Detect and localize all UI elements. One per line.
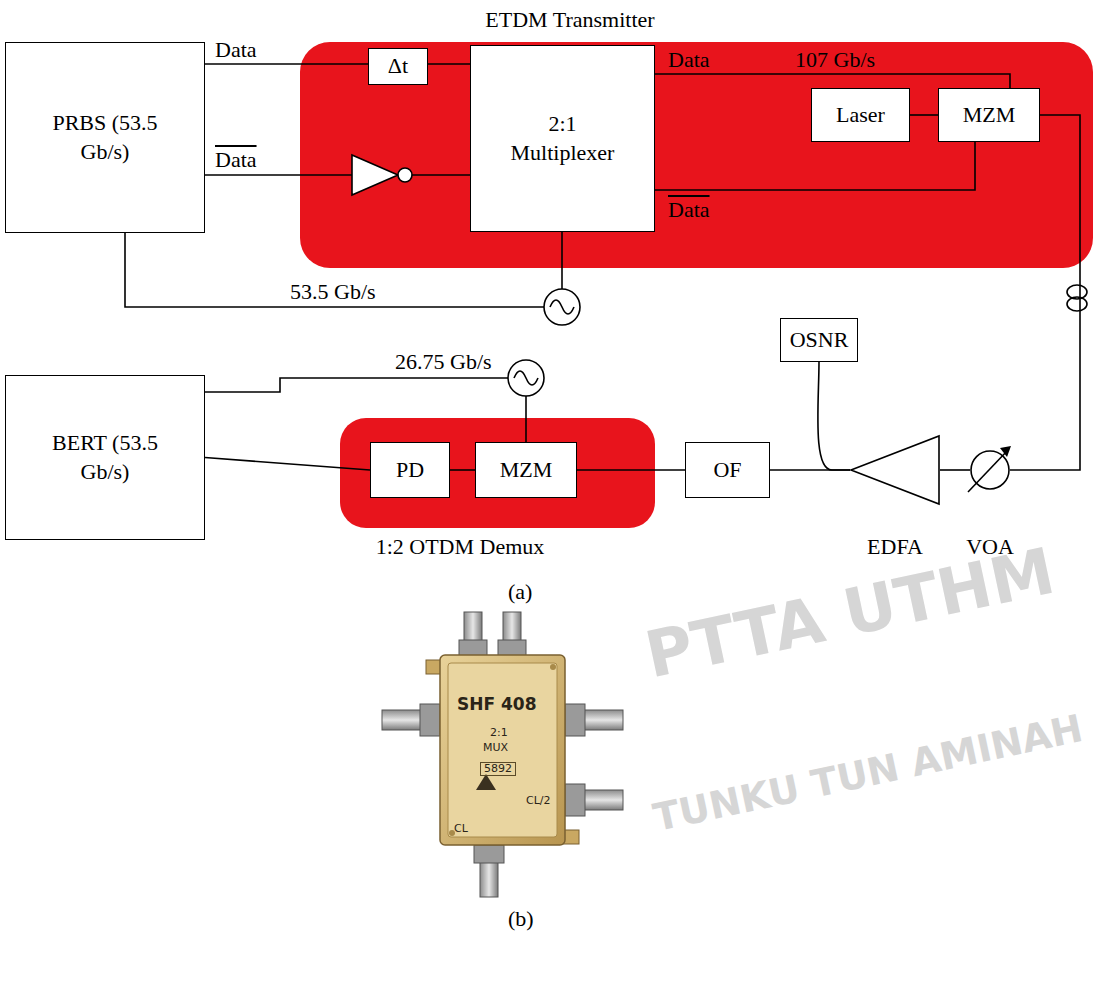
serial-number-holder: 5892 (480, 752, 516, 778)
clock-rate-label-holder: 26.75 Gb/s (395, 348, 492, 377)
watermark-holder: PTTA UTHM (640, 539, 1060, 688)
heading-holder: ETDM Transmitter (485, 6, 654, 35)
signal-line (940, 469, 970, 471)
panel-label-holder: (b) (508, 905, 534, 934)
device-marking: SHF 408 (457, 695, 537, 714)
device-marking: 2:1 (490, 727, 508, 739)
amplifier-outline (850, 435, 940, 505)
box-text: OF (713, 456, 741, 485)
signal-line (205, 63, 368, 65)
filter-box: OF (685, 442, 770, 498)
signal-line (205, 174, 470, 176)
signal-line (655, 142, 975, 190)
transmitter-region: ETDM TransmitterΔt2:1 MultiplexerLaserMZ… (300, 42, 1093, 268)
heading-holder: VOA (966, 533, 1014, 562)
clock-rate-label-holder: 53.5 Gb/s (290, 278, 376, 307)
rate-label-holder: 107 Gb/s (795, 46, 875, 75)
clock-rate-label: 53.5 Gb/s (290, 278, 376, 307)
edge-label-holder: Data (668, 46, 710, 75)
box-text: Δt (388, 52, 408, 81)
signal-label: Data (668, 196, 710, 225)
signal-line (818, 362, 850, 470)
clock-rate-label: 26.75 Gb/s (395, 348, 492, 377)
signal-line (1010, 115, 1080, 470)
signal-line (205, 458, 370, 471)
port-marking-holder: CL (454, 812, 468, 838)
box-text: 2:1 Multiplexer (503, 110, 623, 167)
modulator-box: MZM (938, 88, 1040, 142)
box-text: BERT (53.5 Gb/s) (45, 429, 165, 486)
device-marking-holder: 2:1 (490, 716, 508, 742)
clock-source-symbol (508, 360, 544, 396)
box-text: MZM (500, 456, 553, 485)
signal-label: Data (215, 36, 257, 65)
node-heading: ETDM Transmitter (485, 6, 654, 35)
edge-label-holder: Data (215, 36, 257, 65)
photodiode-box: PD (370, 442, 450, 498)
serial-number: 5892 (480, 762, 516, 776)
watermark: TUNKU TUN AMINAH (650, 709, 1086, 837)
amplifier-symbol: EDFA (850, 435, 940, 505)
box-text: PD (396, 456, 424, 485)
edge-label-holder: Data (668, 196, 710, 225)
signal-line (428, 63, 470, 65)
watermark: PTTA UTHM (640, 539, 1060, 688)
generator-box: PRBS (53.5 Gb/s) (5, 42, 205, 233)
panel-label: (a) (508, 578, 532, 607)
rate-label: 107 Gb/s (795, 46, 875, 75)
node-heading: VOA (966, 533, 1014, 562)
signal-line (655, 74, 1010, 88)
panel-label: (b) (508, 905, 534, 934)
region-ground (300, 42, 1093, 268)
device-marking: MUX (483, 742, 508, 754)
box-text: PRBS (53.5 Gb/s) (45, 109, 165, 166)
device-marking-holder: MUX (483, 731, 508, 757)
attenuator-symbol: VOA (970, 450, 1010, 490)
laser-box: Laser (811, 88, 910, 142)
box-text: Laser (836, 101, 885, 130)
inverter-symbol (352, 155, 412, 195)
node-heading: EDFA (867, 533, 923, 562)
signal-line (450, 469, 475, 471)
device-marking-holder: SHF 408 (457, 690, 537, 716)
signal-line (577, 469, 685, 471)
region-ground (340, 418, 655, 528)
node-heading: 1:2 OTDM Demux (376, 533, 545, 562)
heading-holder: 1:2 OTDM Demux (376, 533, 545, 562)
delay-box: Δt (368, 48, 428, 85)
signal-line (910, 114, 938, 116)
clock-source-symbol (544, 289, 580, 325)
edge-label-holder: Data (215, 146, 257, 175)
attenuator-outline (970, 450, 1010, 490)
signal-label: Data (668, 46, 710, 75)
box-text: OSNR (790, 326, 849, 355)
port-marking-holder: CL/2 (526, 784, 551, 810)
multiplexer-box: 2:1 Multiplexer (470, 45, 655, 232)
tester-box: BERT (53.5 Gb/s) (5, 375, 205, 540)
heading-holder: EDFA (867, 533, 923, 562)
signal-label: Data (215, 146, 257, 175)
demux-region: 1:2 OTDM DemuxPDMZM (340, 418, 655, 528)
port-marking: CL/2 (526, 795, 551, 807)
watermark-holder: TUNKU TUN AMINAH (650, 709, 1086, 837)
port-marking: CL (454, 823, 468, 835)
modulator-box: MZM (475, 442, 577, 498)
monitor-box: OSNR (780, 318, 858, 362)
multiplexer-photo (382, 612, 623, 897)
panel-label-holder: (a) (508, 578, 532, 607)
fiber-coil (1067, 285, 1087, 311)
box-text: MZM (963, 101, 1016, 130)
